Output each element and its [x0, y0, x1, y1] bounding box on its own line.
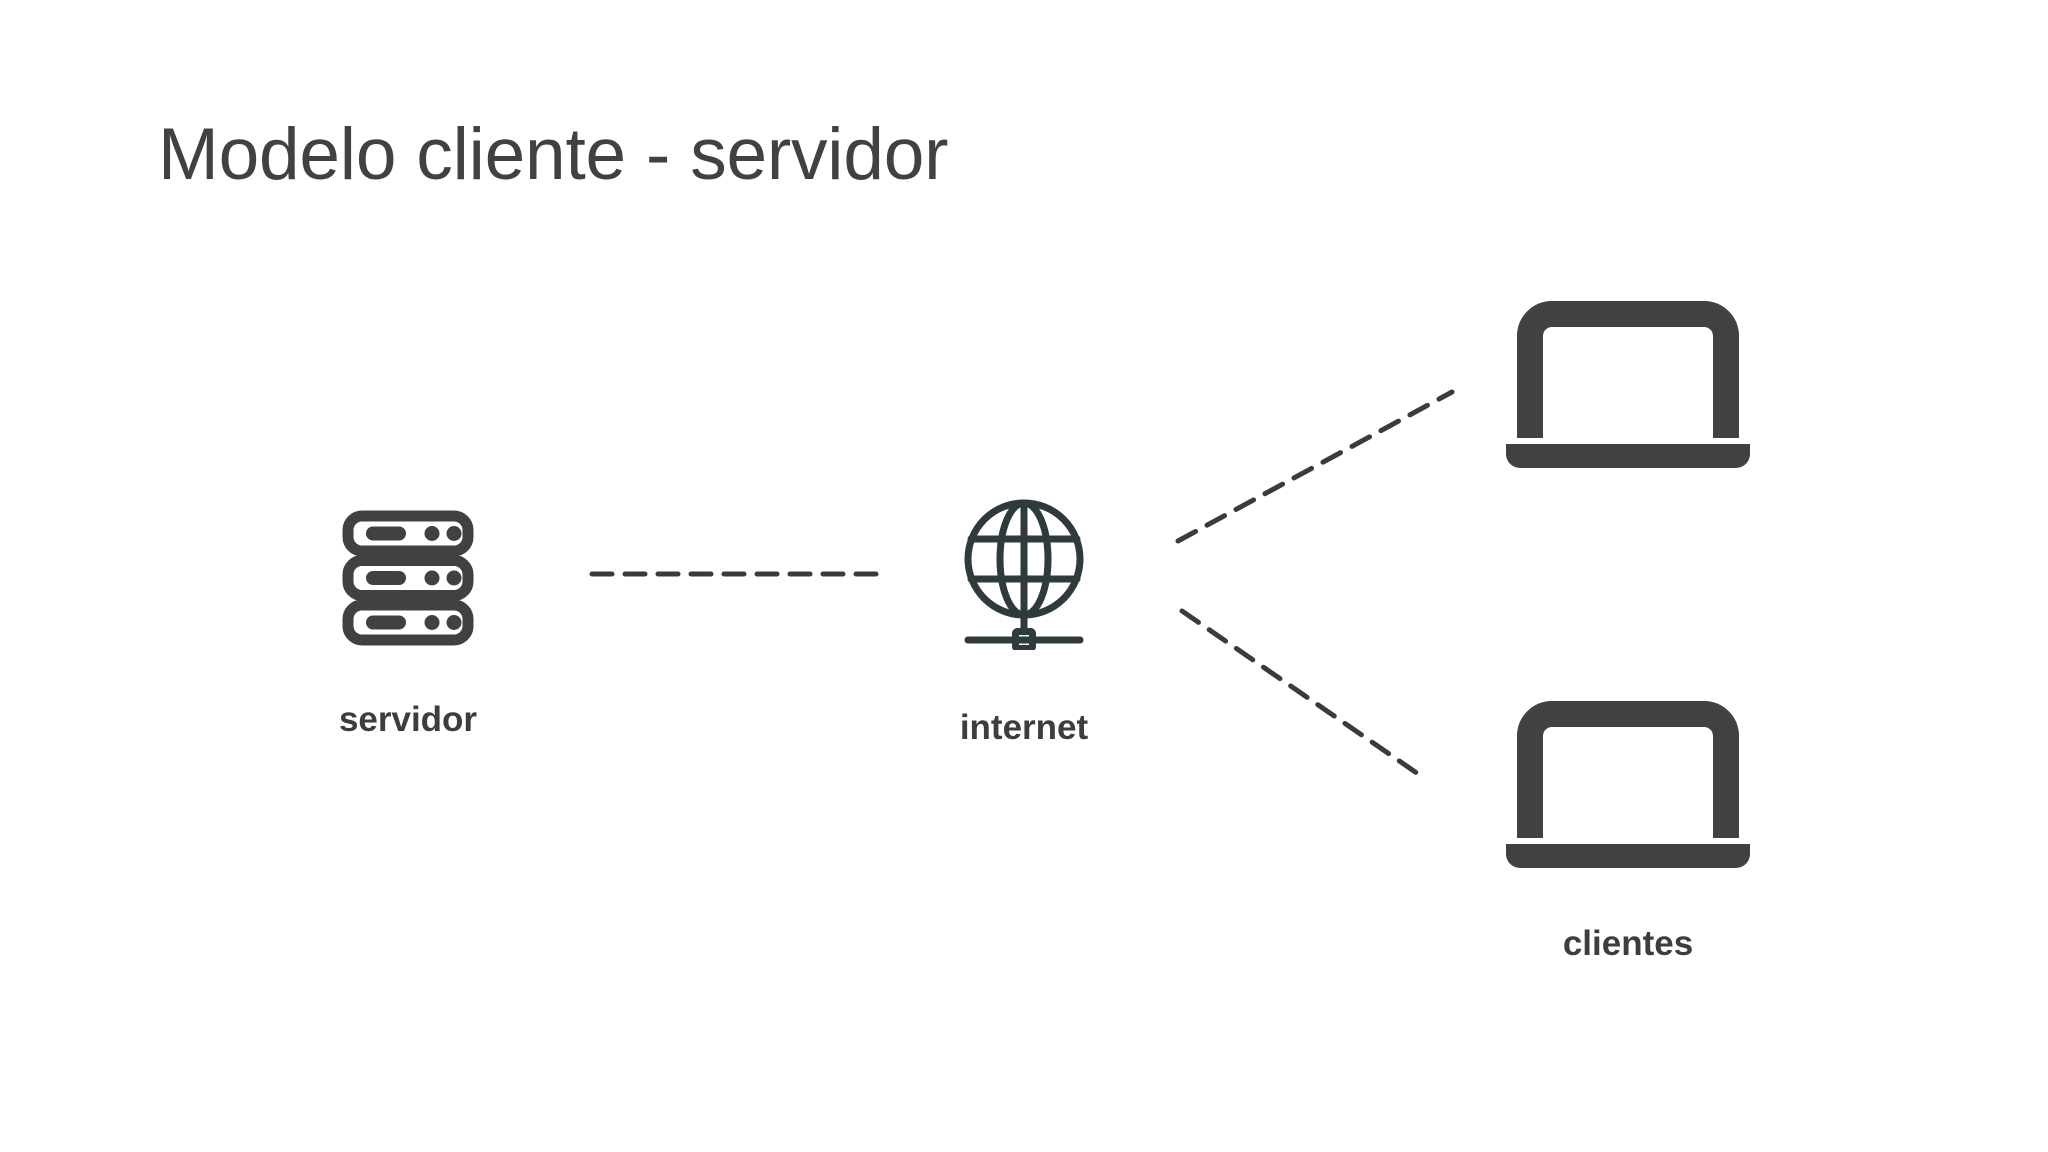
node-client-2[interactable] — [1500, 688, 1756, 872]
laptop-icon — [1506, 701, 1750, 868]
page-title: Modelo cliente - servidor — [158, 114, 949, 195]
server-rack-icon — [342, 510, 474, 646]
node-label-clients: clientes — [1562, 924, 1694, 963]
node-label-server: servidor — [338, 700, 478, 739]
globe-network-icon — [964, 499, 1084, 650]
node-client-1[interactable] — [1500, 288, 1756, 472]
node-server[interactable] — [336, 506, 480, 650]
background-tint-panel — [1104, 0, 2048, 1152]
link-internet-to-client-1 — [1175, 389, 1455, 544]
node-internet[interactable] — [952, 498, 1096, 650]
node-label-internet: internet — [959, 708, 1089, 747]
link-internet-to-client-2 — [1179, 608, 1427, 781]
laptop-icon — [1506, 301, 1750, 468]
